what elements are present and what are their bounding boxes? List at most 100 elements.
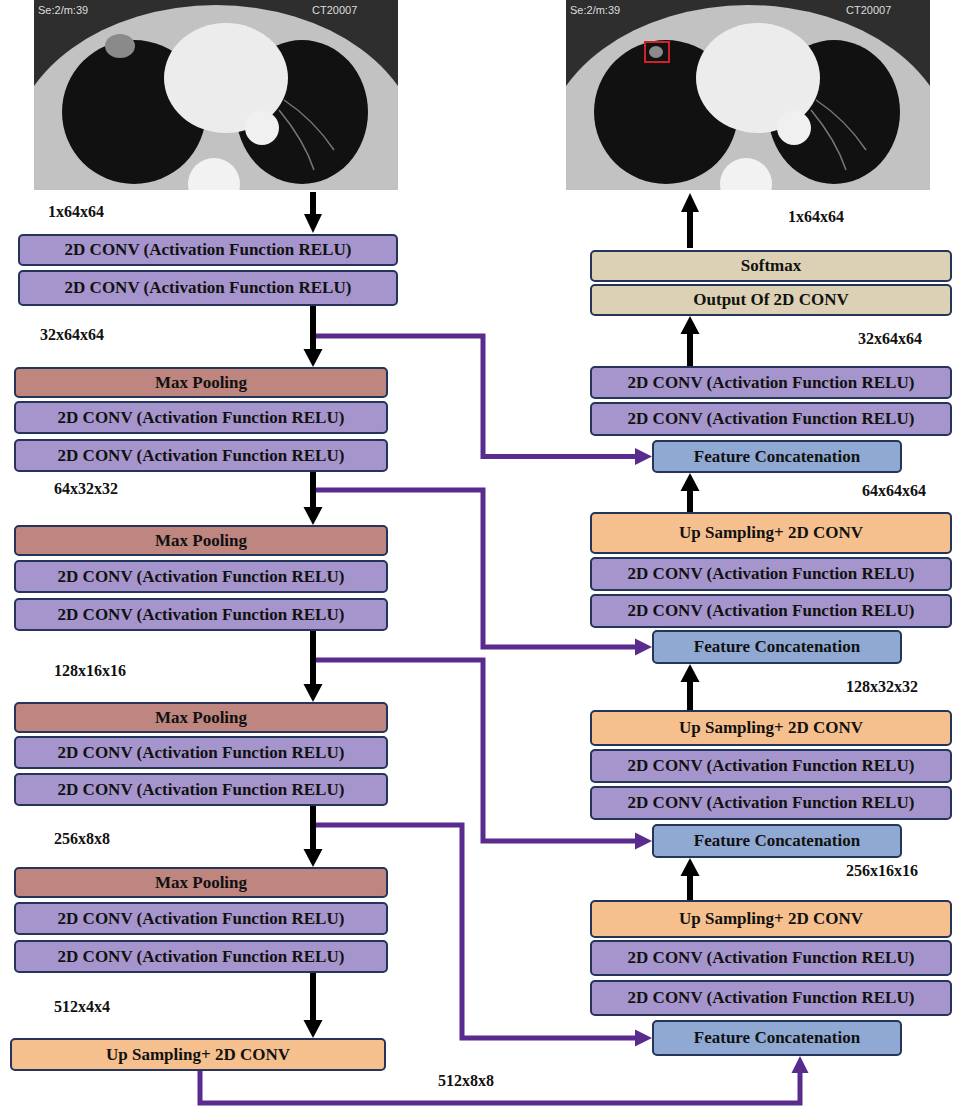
layer-name: 2D CONV (Activation Function RELU) xyxy=(58,743,345,763)
max-pooling-box: Max Pooling xyxy=(14,702,388,733)
connector-line xyxy=(687,875,693,900)
conv-layer-box: 2D CONV (Activation Function RELU) xyxy=(18,234,398,266)
concat-box: Feature Concatenation xyxy=(652,1020,902,1056)
layer-name: Feature Concatenation xyxy=(694,831,860,851)
output-box: Output Of 2D CONV xyxy=(590,284,952,316)
tensor-dimension: 64x64x64 xyxy=(862,482,926,500)
conv-layer-box: 2D CONV (Activation Function RELU) xyxy=(14,401,388,434)
max-pooling-box: Max Pooling xyxy=(14,525,388,556)
tensor-dimension: 32x64x64 xyxy=(40,326,104,344)
connector-line xyxy=(310,973,316,1021)
arrowhead xyxy=(681,316,700,334)
arrowhead xyxy=(304,1020,323,1038)
connector-line xyxy=(310,806,316,850)
layer-name: 2D CONV (Activation Function RELU) xyxy=(65,278,352,298)
conv-layer-box: 2D CONV (Activation Function RELU) xyxy=(14,773,388,806)
tensor-dimension: 128x32x32 xyxy=(846,678,918,696)
flow-arrow xyxy=(681,664,700,710)
upsampling-box: Up Sampling+ 2D CONV xyxy=(10,1038,386,1071)
layer-name: Max Pooling xyxy=(155,708,247,728)
conv-layer-box: 2D CONV (Activation Function RELU) xyxy=(590,557,952,591)
conv-layer-box: 2D CONV (Activation Function RELU) xyxy=(14,598,388,631)
layer-name: 2D CONV (Activation Function RELU) xyxy=(58,780,345,800)
layer-name: Up Sampling+ 2D CONV xyxy=(106,1045,290,1065)
tensor-dimension: 512x4x4 xyxy=(54,998,110,1016)
flow-arrow xyxy=(304,192,322,233)
connector-line xyxy=(687,333,693,366)
tensor-dimension: 128x16x16 xyxy=(54,662,126,680)
conv-layer-box: 2D CONV (Activation Function RELU) xyxy=(14,439,388,472)
tensor-dimension: 256x8x8 xyxy=(54,830,110,848)
flow-arrow xyxy=(304,306,323,367)
ct-image-input xyxy=(11,0,421,305)
upsampling-box: Up Sampling+ 2D CONV xyxy=(590,900,952,938)
layer-name: Feature Concatenation xyxy=(694,447,860,467)
layer-name: 2D CONV (Activation Function RELU) xyxy=(58,909,345,929)
arrowhead xyxy=(635,448,652,465)
tensor-dimension: 64x32x32 xyxy=(54,480,118,498)
layer-name: 2D CONV (Activation Function RELU) xyxy=(628,756,915,776)
layer-name: 2D CONV (Activation Function RELU) xyxy=(58,567,345,587)
concat-box: Feature Concatenation xyxy=(652,440,902,473)
conv-layer-box: 2D CONV (Activation Function RELU) xyxy=(14,940,388,973)
layer-name: Feature Concatenation xyxy=(694,1028,860,1048)
arrowhead xyxy=(304,849,323,867)
connector-line xyxy=(310,472,316,508)
conv-layer-box: 2D CONV (Activation Function RELU) xyxy=(18,270,398,306)
scan-annotation: Se:2/m:39 xyxy=(38,4,88,16)
upsampling-box: Up Sampling+ 2D CONV xyxy=(590,512,952,554)
flow-arrow xyxy=(304,806,323,867)
layer-name: Max Pooling xyxy=(155,873,247,893)
layer-name: 2D CONV (Activation Function RELU) xyxy=(65,240,352,260)
arrowhead xyxy=(681,858,700,876)
layer-name: 2D CONV (Activation Function RELU) xyxy=(58,446,345,466)
upsampling-box: Up Sampling+ 2D CONV xyxy=(590,710,952,746)
conv-layer-box: 2D CONV (Activation Function RELU) xyxy=(590,940,952,976)
layer-name: 2D CONV (Activation Function RELU) xyxy=(58,605,345,625)
layer-name: Up Sampling+ 2D CONV xyxy=(679,718,863,738)
connector-line xyxy=(200,1071,800,1103)
arrowhead xyxy=(681,473,700,491)
arrowhead xyxy=(635,639,652,656)
layer-name: 2D CONV (Activation Function RELU) xyxy=(628,948,915,968)
concat-box: Feature Concatenation xyxy=(652,630,902,664)
flow-arrow xyxy=(681,473,700,512)
flow-arrow xyxy=(681,193,699,248)
flow-arrow xyxy=(304,631,323,702)
layer-name: Up Sampling+ 2D CONV xyxy=(679,909,863,929)
output-box: Softmax xyxy=(590,250,952,282)
conv-layer-box: 2D CONV (Activation Function RELU) xyxy=(14,560,388,593)
tensor-dimension: 512x8x8 xyxy=(438,1072,494,1090)
connector-line xyxy=(687,681,693,710)
connector-line xyxy=(310,631,316,685)
arrowhead xyxy=(304,349,323,367)
layer-name: 2D CONV (Activation Function RELU) xyxy=(628,988,915,1008)
conv-layer-box: 2D CONV (Activation Function RELU) xyxy=(590,980,952,1016)
tensor-dimension: 256x16x16 xyxy=(846,862,918,880)
tensor-dimension: 32x64x64 xyxy=(858,330,922,348)
flow-arrow xyxy=(681,858,700,900)
layer-name: 2D CONV (Activation Function RELU) xyxy=(628,409,915,429)
flow-arrow xyxy=(681,316,700,366)
ct-image-output xyxy=(543,0,953,305)
layer-name: Up Sampling+ 2D CONV xyxy=(679,523,863,543)
conv-layer-box: 2D CONV (Activation Function RELU) xyxy=(590,402,952,436)
flow-arrow xyxy=(304,973,323,1038)
conv-layer-box: 2D CONV (Activation Function RELU) xyxy=(14,736,388,769)
tensor-dimension: 1x64x64 xyxy=(48,203,104,221)
arrowhead xyxy=(792,1056,809,1073)
connector-line xyxy=(310,306,316,350)
layer-name: 2D CONV (Activation Function RELU) xyxy=(58,408,345,428)
conv-layer-box: 2D CONV (Activation Function RELU) xyxy=(590,749,952,783)
layer-name: 2D CONV (Activation Function RELU) xyxy=(628,373,915,393)
conv-layer-box: 2D CONV (Activation Function RELU) xyxy=(590,594,952,628)
layer-name: Softmax xyxy=(741,256,801,276)
max-pooling-box: Max Pooling xyxy=(14,367,388,398)
connector-line xyxy=(687,490,693,512)
layer-name: 2D CONV (Activation Function RELU) xyxy=(58,947,345,967)
max-pooling-box: Max Pooling xyxy=(14,867,388,898)
conv-layer-box: 2D CONV (Activation Function RELU) xyxy=(590,786,952,820)
layer-name: Output Of 2D CONV xyxy=(693,290,848,310)
arrowhead xyxy=(304,507,323,525)
flow-arrow xyxy=(304,472,323,525)
